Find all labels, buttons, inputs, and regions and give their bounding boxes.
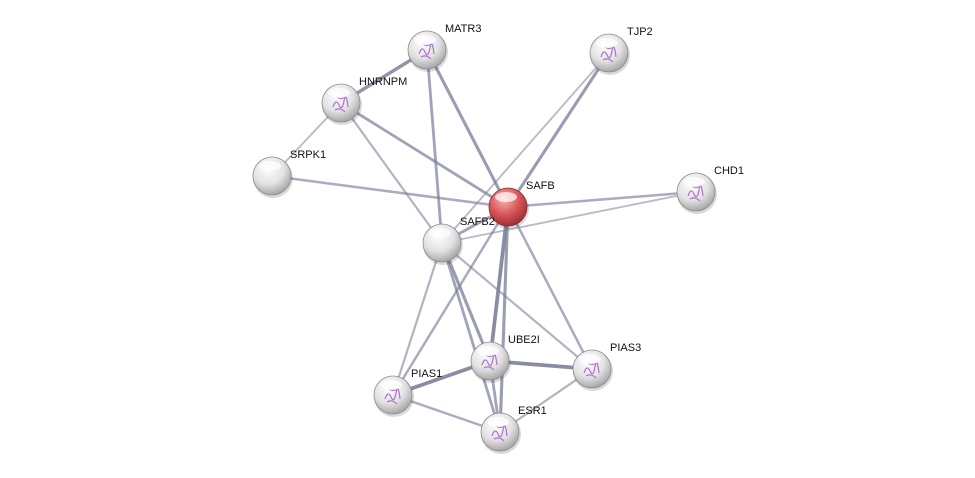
node-highlight [414,35,436,45]
node-safb[interactable]: SAFB [488,180,555,229]
edge-safb-ube2i[interactable] [488,206,510,362]
node-safb2[interactable]: SAFB2 [422,216,495,265]
node-highlight [429,228,451,238]
edge-safb2-pias1[interactable] [391,242,444,396]
node-label: MATR3 [445,23,481,35]
node-esr1[interactable]: ESR1 [480,405,547,454]
node-highlight [495,192,517,202]
node-matr3[interactable]: MATR3 [407,23,481,72]
node-highlight [477,346,499,356]
node-highlight [487,417,509,427]
node-label: UBE2I [508,334,540,346]
node-label: SAFB2 [460,216,495,228]
node-label: TJP2 [627,26,653,38]
node-label: CHD1 [714,165,744,177]
edge-tjp2-safb2[interactable] [441,52,610,244]
node-highlight [579,354,601,364]
edge-hnrnpm-safb2[interactable] [340,102,443,244]
node-label: PIAS1 [411,368,442,380]
edge-chd1-safb2[interactable] [441,191,697,244]
node-label: SRPK1 [290,149,326,161]
node-pias1[interactable]: PIAS1 [373,368,442,417]
node-highlight [328,88,350,98]
edge-safb-pias3[interactable] [506,206,594,370]
node-label: SAFB [526,180,555,192]
node-srpk1[interactable]: SRPK1 [252,149,326,198]
edge-tjp2-safb[interactable] [506,52,611,208]
edge-hnrnpm-safb[interactable] [340,101,509,209]
node-chd1[interactable]: CHD1 [676,165,744,214]
node-highlight [683,177,705,187]
node-label: HNRNPM [359,76,407,88]
node-tjp2[interactable]: TJP2 [589,26,653,75]
node-highlight [259,161,281,171]
edge-safb-pias1[interactable] [391,206,510,396]
edge-safb-esr1[interactable] [498,206,510,433]
edge-matr3-safb2[interactable] [425,49,444,244]
node-ube2i[interactable]: UBE2I [470,334,540,383]
edge-safb2-ube2i[interactable] [440,242,492,362]
edge-safb2-esr1[interactable] [440,242,502,433]
edge-safb2-pias3[interactable] [441,242,593,370]
node-hnrnpm[interactable]: HNRNPM [321,76,407,125]
node-highlight [596,38,618,48]
edge-srpk1-safb[interactable] [271,174,509,209]
node-pias3[interactable]: PIAS3 [572,342,641,391]
node-label: PIAS3 [610,342,641,354]
node-label: ESR1 [518,405,547,417]
edge-matr3-safb[interactable] [425,49,510,208]
edge-chd1-safb[interactable] [507,190,697,209]
node-highlight [380,380,402,390]
